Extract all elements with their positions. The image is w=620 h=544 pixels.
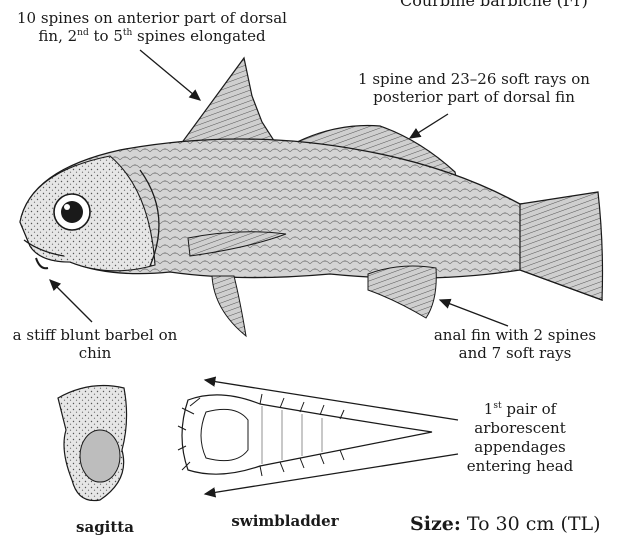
appendage-line4: entering head <box>452 457 588 476</box>
dorsal-anterior-label: 10 spines on anterior part of dorsal fin… <box>2 9 302 45</box>
dorsal-posterior-label: 1 spine and 23–26 soft rays on posterior… <box>340 70 608 106</box>
anal-line2: and 7 soft rays <box>410 344 620 362</box>
appendage-line2: arborescent <box>452 419 588 438</box>
chin-barbel <box>36 258 48 268</box>
anal-line1: anal fin with 2 spines <box>410 326 620 344</box>
dorsal-anterior-line1: 10 spines on anterior part of dorsal <box>2 9 302 27</box>
anal-fin-label: anal fin with 2 spines and 7 soft rays <box>410 326 620 362</box>
dorsal-posterior-line2: posterior part of dorsal fin <box>340 88 608 106</box>
appendage-line1: 1st pair of <box>452 400 588 419</box>
size-heading: Size: <box>410 513 461 535</box>
appendage-line3: appendages <box>452 438 588 457</box>
anal-fin <box>368 266 436 318</box>
caudal-fin <box>520 192 603 300</box>
swimbladder-label: swimbladder <box>215 512 355 530</box>
dorsal-posterior-line1: 1 spine and 23–26 soft rays on <box>340 70 608 88</box>
common-name-partial: Courbine barbiche (Fr) <box>400 0 620 10</box>
pelvic-fin <box>212 276 246 336</box>
size-value: To 30 cm (TL) <box>461 513 601 535</box>
size-label: Size: To 30 cm (TL) <box>410 512 620 536</box>
dorsal-anterior-line2: fin, 2nd to 5th spines elongated <box>2 27 302 45</box>
sagitta-label: sagitta <box>55 518 155 536</box>
barbel-line1: a stiff blunt barbel on <box>0 326 190 344</box>
appendages-label: 1st pair of arborescent appendages enter… <box>452 400 588 476</box>
barbel-label: a stiff blunt barbel on chin <box>0 326 190 362</box>
barbel-line2: chin <box>0 344 190 362</box>
